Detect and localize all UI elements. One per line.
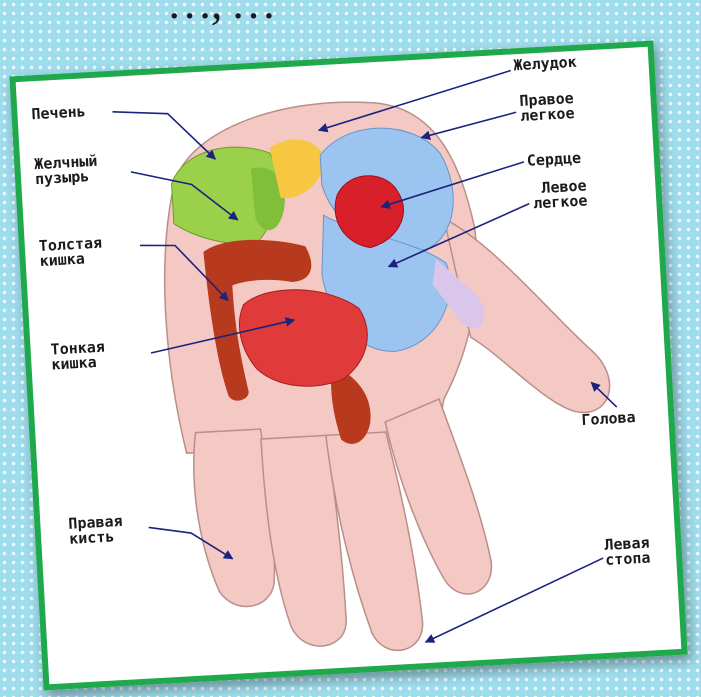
leader-right-lung	[420, 112, 517, 137]
label-left-foot: Левая стопа	[604, 535, 651, 567]
label-head: Голова	[581, 410, 636, 428]
label-small-intestine: Тонкая кишка	[50, 340, 106, 373]
label-heart: Сердце	[526, 151, 581, 169]
hand-diagram	[16, 47, 682, 684]
diagram-card: Печень Желчный пузырь Толстая кишка Тонк…	[9, 40, 687, 690]
label-left-lung: Левое легкое	[532, 178, 588, 211]
label-stomach: Желудок	[513, 55, 577, 74]
label-liver: Печень	[31, 104, 86, 122]
label-right-hand: Правая кисть	[68, 514, 124, 547]
label-large-intestine: Толстая кишка	[38, 236, 103, 269]
top-caption: …, …	[170, 0, 275, 29]
label-right-lung: Правое легкое	[519, 91, 575, 124]
label-gallbladder: Желчный пузырь	[34, 154, 99, 187]
